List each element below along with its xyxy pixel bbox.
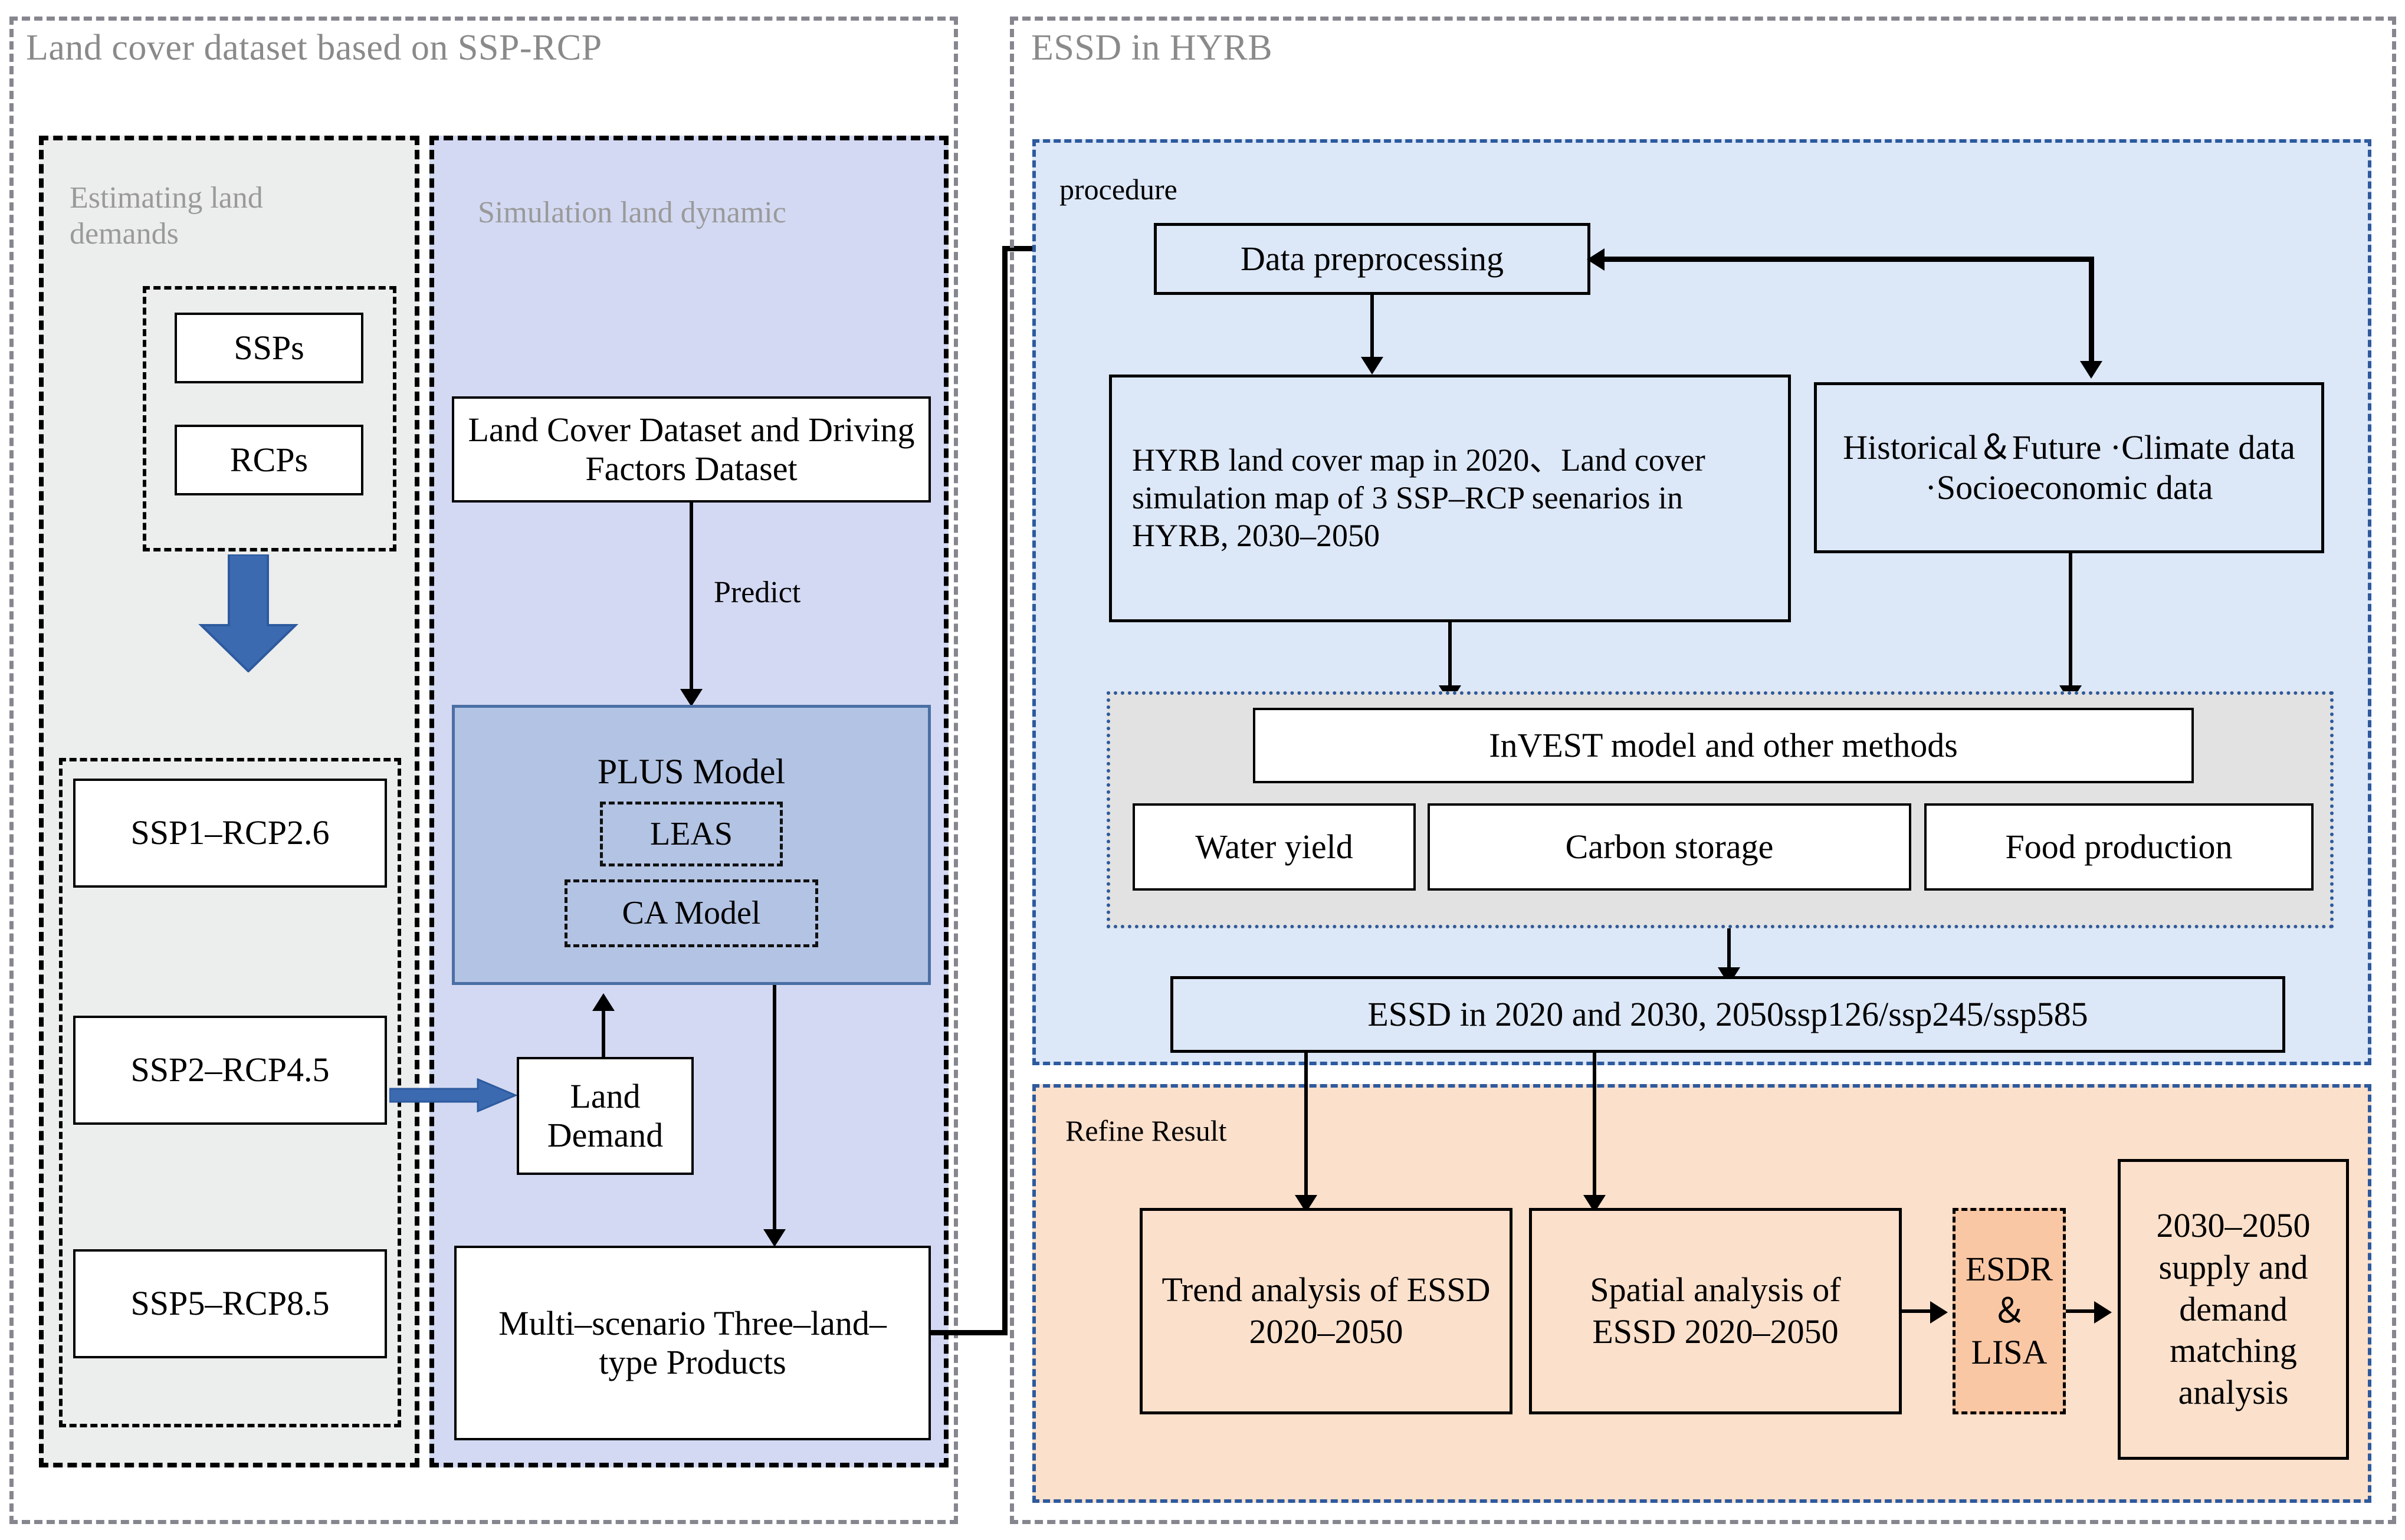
- service-box-carbon-storage[interactable]: Carbon storage: [1428, 803, 1911, 891]
- preprocessing-to-landcover-arrow-head: [1361, 357, 1383, 375]
- service-box-food-production[interactable]: Food production: [1924, 803, 2314, 891]
- procedure-caption: procedure: [1059, 173, 1177, 206]
- driver-box-rcps[interactable]: RCPs: [175, 425, 363, 495]
- refine-result-caption: Refine Result: [1065, 1114, 1227, 1147]
- climate-feed-v: [2089, 257, 2094, 370]
- land-cover-maps-box[interactable]: HYRB land cover map in 2020、Land cover s…: [1109, 375, 1791, 622]
- input-dataset-box[interactable]: Land Cover Dataset and Driving Factors D…: [452, 396, 931, 503]
- driver-box-ssps[interactable]: SSPs: [175, 313, 363, 383]
- plus-model-title: PLUS Model: [597, 751, 786, 791]
- preprocessing-to-landcover-line: [1370, 295, 1374, 360]
- essd-to-trend-line: [1304, 1053, 1308, 1197]
- scenario-box-ssp5-rcp85[interactable]: SSP5–RCP8.5: [73, 1249, 387, 1358]
- spatial-to-esdr-arrow-head: [1930, 1301, 1948, 1324]
- esdr-to-supply-arrow-head: [2094, 1301, 2112, 1324]
- plus-to-products-line: [773, 985, 776, 1232]
- invest-to-essd-line: [1727, 928, 1731, 971]
- plus-to-products-arrow-head: [763, 1229, 786, 1247]
- predict-edge-label: Predict: [714, 576, 801, 609]
- climate-feed-arrow-head: [1587, 248, 1605, 271]
- blue-down-arrow-icon: [192, 553, 304, 673]
- right-panel-frame: [1010, 17, 2396, 1524]
- essd-to-spatial-line: [1593, 1053, 1596, 1197]
- data-preprocessing-box[interactable]: Data preprocessing: [1154, 223, 1590, 295]
- invest-model-box[interactable]: InVEST model and other methods: [1253, 708, 2194, 783]
- esdr-to-supply-line: [2066, 1309, 2098, 1313]
- spatial-analysis-box[interactable]: Spatial analysis of ESSD 2020–2050: [1529, 1208, 1902, 1414]
- drivers-group-frame: [143, 286, 396, 551]
- land-demand-to-plus-line: [602, 1010, 605, 1058]
- essd-summary-box[interactable]: ESSD in 2020 and 2030, 2050ssp126/ssp245…: [1170, 976, 2285, 1053]
- blue-right-arrow-icon: [388, 1078, 518, 1113]
- climate-socioeconomic-box[interactable]: Historical＆Future ·Climate data ·Socioec…: [1814, 382, 2324, 553]
- estimating-land-demands-caption: Estimating land demands: [70, 181, 263, 251]
- plus-module-leas[interactable]: LEAS: [600, 801, 783, 866]
- scenario-box-ssp2-rcp45[interactable]: SSP2–RCP4.5: [73, 1016, 387, 1125]
- service-box-water-yield[interactable]: Water yield: [1133, 803, 1416, 891]
- predict-connector-line: [690, 503, 693, 691]
- spatial-to-esdr-line: [1902, 1309, 1934, 1313]
- products-to-preprocessing-v: [1002, 246, 1008, 1332]
- plus-module-ca-model[interactable]: CA Model: [565, 879, 818, 947]
- scenario-box-ssp1-rcp26[interactable]: SSP1–RCP2.6: [73, 779, 387, 888]
- predict-arrow-head: [680, 689, 703, 707]
- multi-scenario-products-box[interactable]: Multi–scenario Three–land–type Products: [454, 1246, 931, 1440]
- left-panel-frame: [9, 17, 958, 1524]
- plus-model-box[interactable]: PLUS Model LEAS CA Model: [452, 705, 931, 985]
- simulation-land-dynamic-caption: Simulation land dynamic: [478, 196, 786, 229]
- landcover-to-invest-line: [1448, 622, 1452, 688]
- climate-feed-h-top: [1593, 257, 2094, 262]
- left-panel-title: Land cover dataset based on SSP-RCP: [26, 27, 602, 68]
- trend-analysis-box[interactable]: Trend analysis of ESSD 2020–2050: [1140, 1208, 1512, 1414]
- supply-demand-matching-box[interactable]: 2030–2050 supply and demand matching ana…: [2118, 1159, 2349, 1460]
- climate-to-invest-line: [2069, 553, 2072, 688]
- products-to-preprocessing-h1: [931, 1330, 1008, 1335]
- right-panel-title: ESSD in HYRB: [1031, 27, 1273, 68]
- land-demand-box[interactable]: Land Demand: [517, 1057, 694, 1175]
- land-demand-to-plus-arrow-head: [592, 993, 615, 1011]
- climate-feed-down-arrow-head: [2080, 361, 2102, 379]
- esdr-lisa-box[interactable]: ESDR ＆ LISA: [1953, 1208, 2066, 1414]
